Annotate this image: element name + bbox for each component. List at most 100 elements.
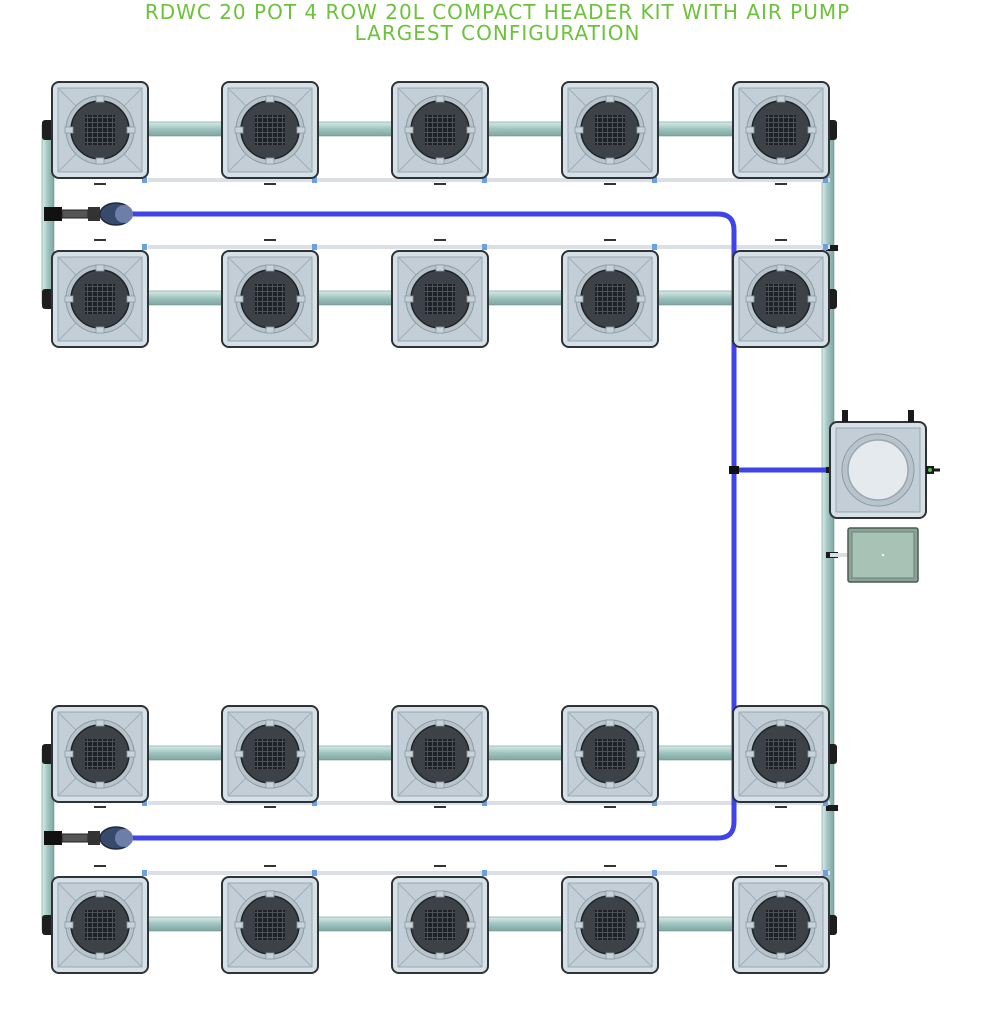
net-pot-mesh bbox=[425, 115, 455, 145]
grow-pot bbox=[391, 705, 489, 803]
return-clip bbox=[652, 870, 657, 876]
return-tick bbox=[604, 865, 616, 867]
pot-lid-tab bbox=[605, 952, 615, 960]
title-line-1: RDWC 20 POT 4 ROW 20L COMPACT HEADER KIT… bbox=[144, 0, 851, 24]
pot-lid-tab bbox=[265, 157, 275, 165]
return-clip bbox=[823, 800, 828, 806]
pot-lid-tab bbox=[404, 750, 414, 758]
pipe-network bbox=[41, 120, 838, 935]
pot-lid-tab bbox=[296, 921, 306, 929]
pot-lid-tab bbox=[95, 326, 105, 334]
return-clip bbox=[312, 177, 317, 183]
return-tick bbox=[775, 806, 787, 808]
return-clip bbox=[312, 244, 317, 250]
net-pot-mesh bbox=[85, 115, 115, 145]
net-pot-mesh bbox=[595, 284, 625, 314]
pot-lid-tab bbox=[95, 781, 105, 789]
return-clip bbox=[823, 177, 828, 183]
pot-lid-tab bbox=[605, 157, 615, 165]
pot-lid-tab bbox=[234, 126, 244, 134]
air-line-junction bbox=[729, 466, 739, 474]
air-pump bbox=[847, 527, 919, 583]
pot-lid-tab bbox=[466, 295, 476, 303]
pot-lid-tab bbox=[574, 126, 584, 134]
pot-lid-tab bbox=[95, 157, 105, 165]
return-tick bbox=[264, 865, 276, 867]
grow-pot bbox=[391, 876, 489, 974]
pot-lid-tab bbox=[435, 781, 445, 789]
return-tick bbox=[775, 183, 787, 185]
pot-lid-tab bbox=[636, 921, 646, 929]
return-tick bbox=[434, 806, 446, 808]
grow-pot bbox=[561, 81, 659, 179]
net-pot-mesh bbox=[255, 910, 285, 940]
return-tick bbox=[94, 239, 106, 241]
air-stone-connector bbox=[44, 826, 133, 850]
return-clip bbox=[142, 800, 147, 806]
bucket-handle bbox=[842, 410, 848, 422]
pot-lid-tab bbox=[776, 326, 786, 334]
pot-lid-tab bbox=[234, 750, 244, 758]
grow-pot bbox=[732, 876, 830, 974]
pot-lid-tab bbox=[776, 719, 786, 727]
pot-lid-tab bbox=[435, 719, 445, 727]
pot-lid-tab bbox=[605, 264, 615, 272]
grow-pots bbox=[51, 81, 830, 974]
grow-pot bbox=[221, 81, 319, 179]
return-tick bbox=[604, 806, 616, 808]
pot-lid-tab bbox=[95, 952, 105, 960]
net-pot-mesh bbox=[595, 115, 625, 145]
pot-lid-tab bbox=[64, 921, 74, 929]
pot-lid-tab bbox=[404, 921, 414, 929]
pot-lid-tab bbox=[574, 295, 584, 303]
return-clip bbox=[482, 870, 487, 876]
pot-lid-tab bbox=[466, 921, 476, 929]
net-pot-mesh bbox=[766, 910, 796, 940]
grow-pot bbox=[732, 81, 830, 179]
grow-pot bbox=[221, 705, 319, 803]
return-tick bbox=[264, 239, 276, 241]
net-pot-mesh bbox=[255, 739, 285, 769]
pot-lid-tab bbox=[807, 750, 817, 758]
pot-lid-tab bbox=[234, 921, 244, 929]
return-clip bbox=[482, 800, 487, 806]
net-pot-mesh bbox=[85, 284, 115, 314]
pot-lid-tab bbox=[126, 295, 136, 303]
air-line-main bbox=[130, 211, 737, 841]
pot-lid-tab bbox=[64, 126, 74, 134]
pot-lid-tab bbox=[574, 921, 584, 929]
pot-lid-tab bbox=[126, 750, 136, 758]
pot-lid-tab bbox=[745, 750, 755, 758]
pot-lid-tab bbox=[605, 95, 615, 103]
net-pot-mesh bbox=[425, 284, 455, 314]
title-line-2: LARGEST CONFIGURATION bbox=[354, 21, 641, 45]
return-tick bbox=[604, 183, 616, 185]
bucket-handle bbox=[908, 410, 914, 422]
pot-lid-tab bbox=[776, 890, 786, 898]
pipe-tee bbox=[826, 805, 838, 811]
return-clip bbox=[652, 177, 657, 183]
net-pot-mesh bbox=[425, 739, 455, 769]
pot-lid-tab bbox=[265, 781, 275, 789]
bucket-outlet-indicator bbox=[928, 468, 932, 472]
pot-lid-tab bbox=[265, 890, 275, 898]
pot-lid-tab bbox=[126, 921, 136, 929]
net-pot-mesh bbox=[595, 910, 625, 940]
air-lines bbox=[44, 202, 826, 850]
pot-lid-tab bbox=[296, 750, 306, 758]
return-clip bbox=[142, 177, 147, 183]
pot-lid-tab bbox=[776, 157, 786, 165]
pot-lid-tab bbox=[435, 890, 445, 898]
return-clip bbox=[823, 870, 828, 876]
return-clip bbox=[652, 800, 657, 806]
pot-lid-tab bbox=[574, 750, 584, 758]
pot-lid-tab bbox=[435, 264, 445, 272]
net-pot-mesh bbox=[766, 115, 796, 145]
grow-pot bbox=[51, 705, 149, 803]
pipe-tee bbox=[826, 245, 838, 251]
pot-lid-tab bbox=[64, 295, 74, 303]
pot-lid-tab bbox=[265, 326, 275, 334]
grow-pot bbox=[732, 705, 830, 803]
grow-pot bbox=[391, 81, 489, 179]
pot-lid-tab bbox=[435, 95, 445, 103]
